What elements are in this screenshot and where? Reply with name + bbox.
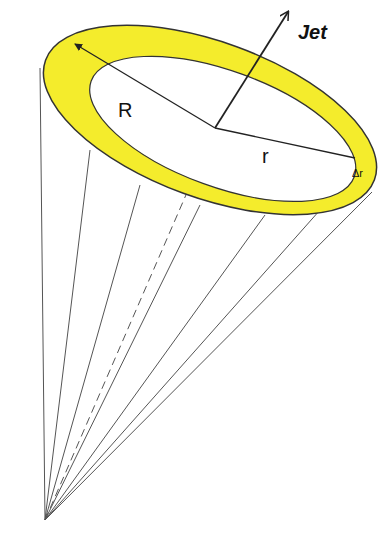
radius-label: R <box>118 100 132 120</box>
radius-line <box>215 128 355 158</box>
jet-label: Jet <box>298 22 327 42</box>
radius-label: r <box>262 146 269 166</box>
radius-line <box>75 44 215 128</box>
ring <box>19 0 389 253</box>
jet-arrow <box>215 12 288 128</box>
width-label: Δr <box>352 168 363 179</box>
